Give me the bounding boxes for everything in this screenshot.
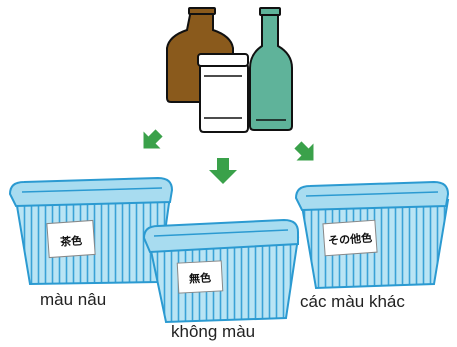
basket-clear: 無色 [144, 220, 298, 322]
arrow-right [289, 136, 322, 169]
caption-clear: không màu [171, 322, 255, 342]
tag-clear-text: 無色 [189, 270, 212, 285]
arrow-left [135, 124, 168, 157]
caption-other: các màu khác [300, 292, 405, 312]
green-bottle [250, 12, 292, 130]
arrow-center [209, 158, 237, 184]
clear-jar [200, 58, 248, 132]
bottles-group [167, 8, 292, 132]
basket-other: その他色 [296, 182, 448, 288]
tag-brown-text: 茶色 [59, 233, 83, 249]
caption-brown: màu nâu [40, 290, 106, 310]
